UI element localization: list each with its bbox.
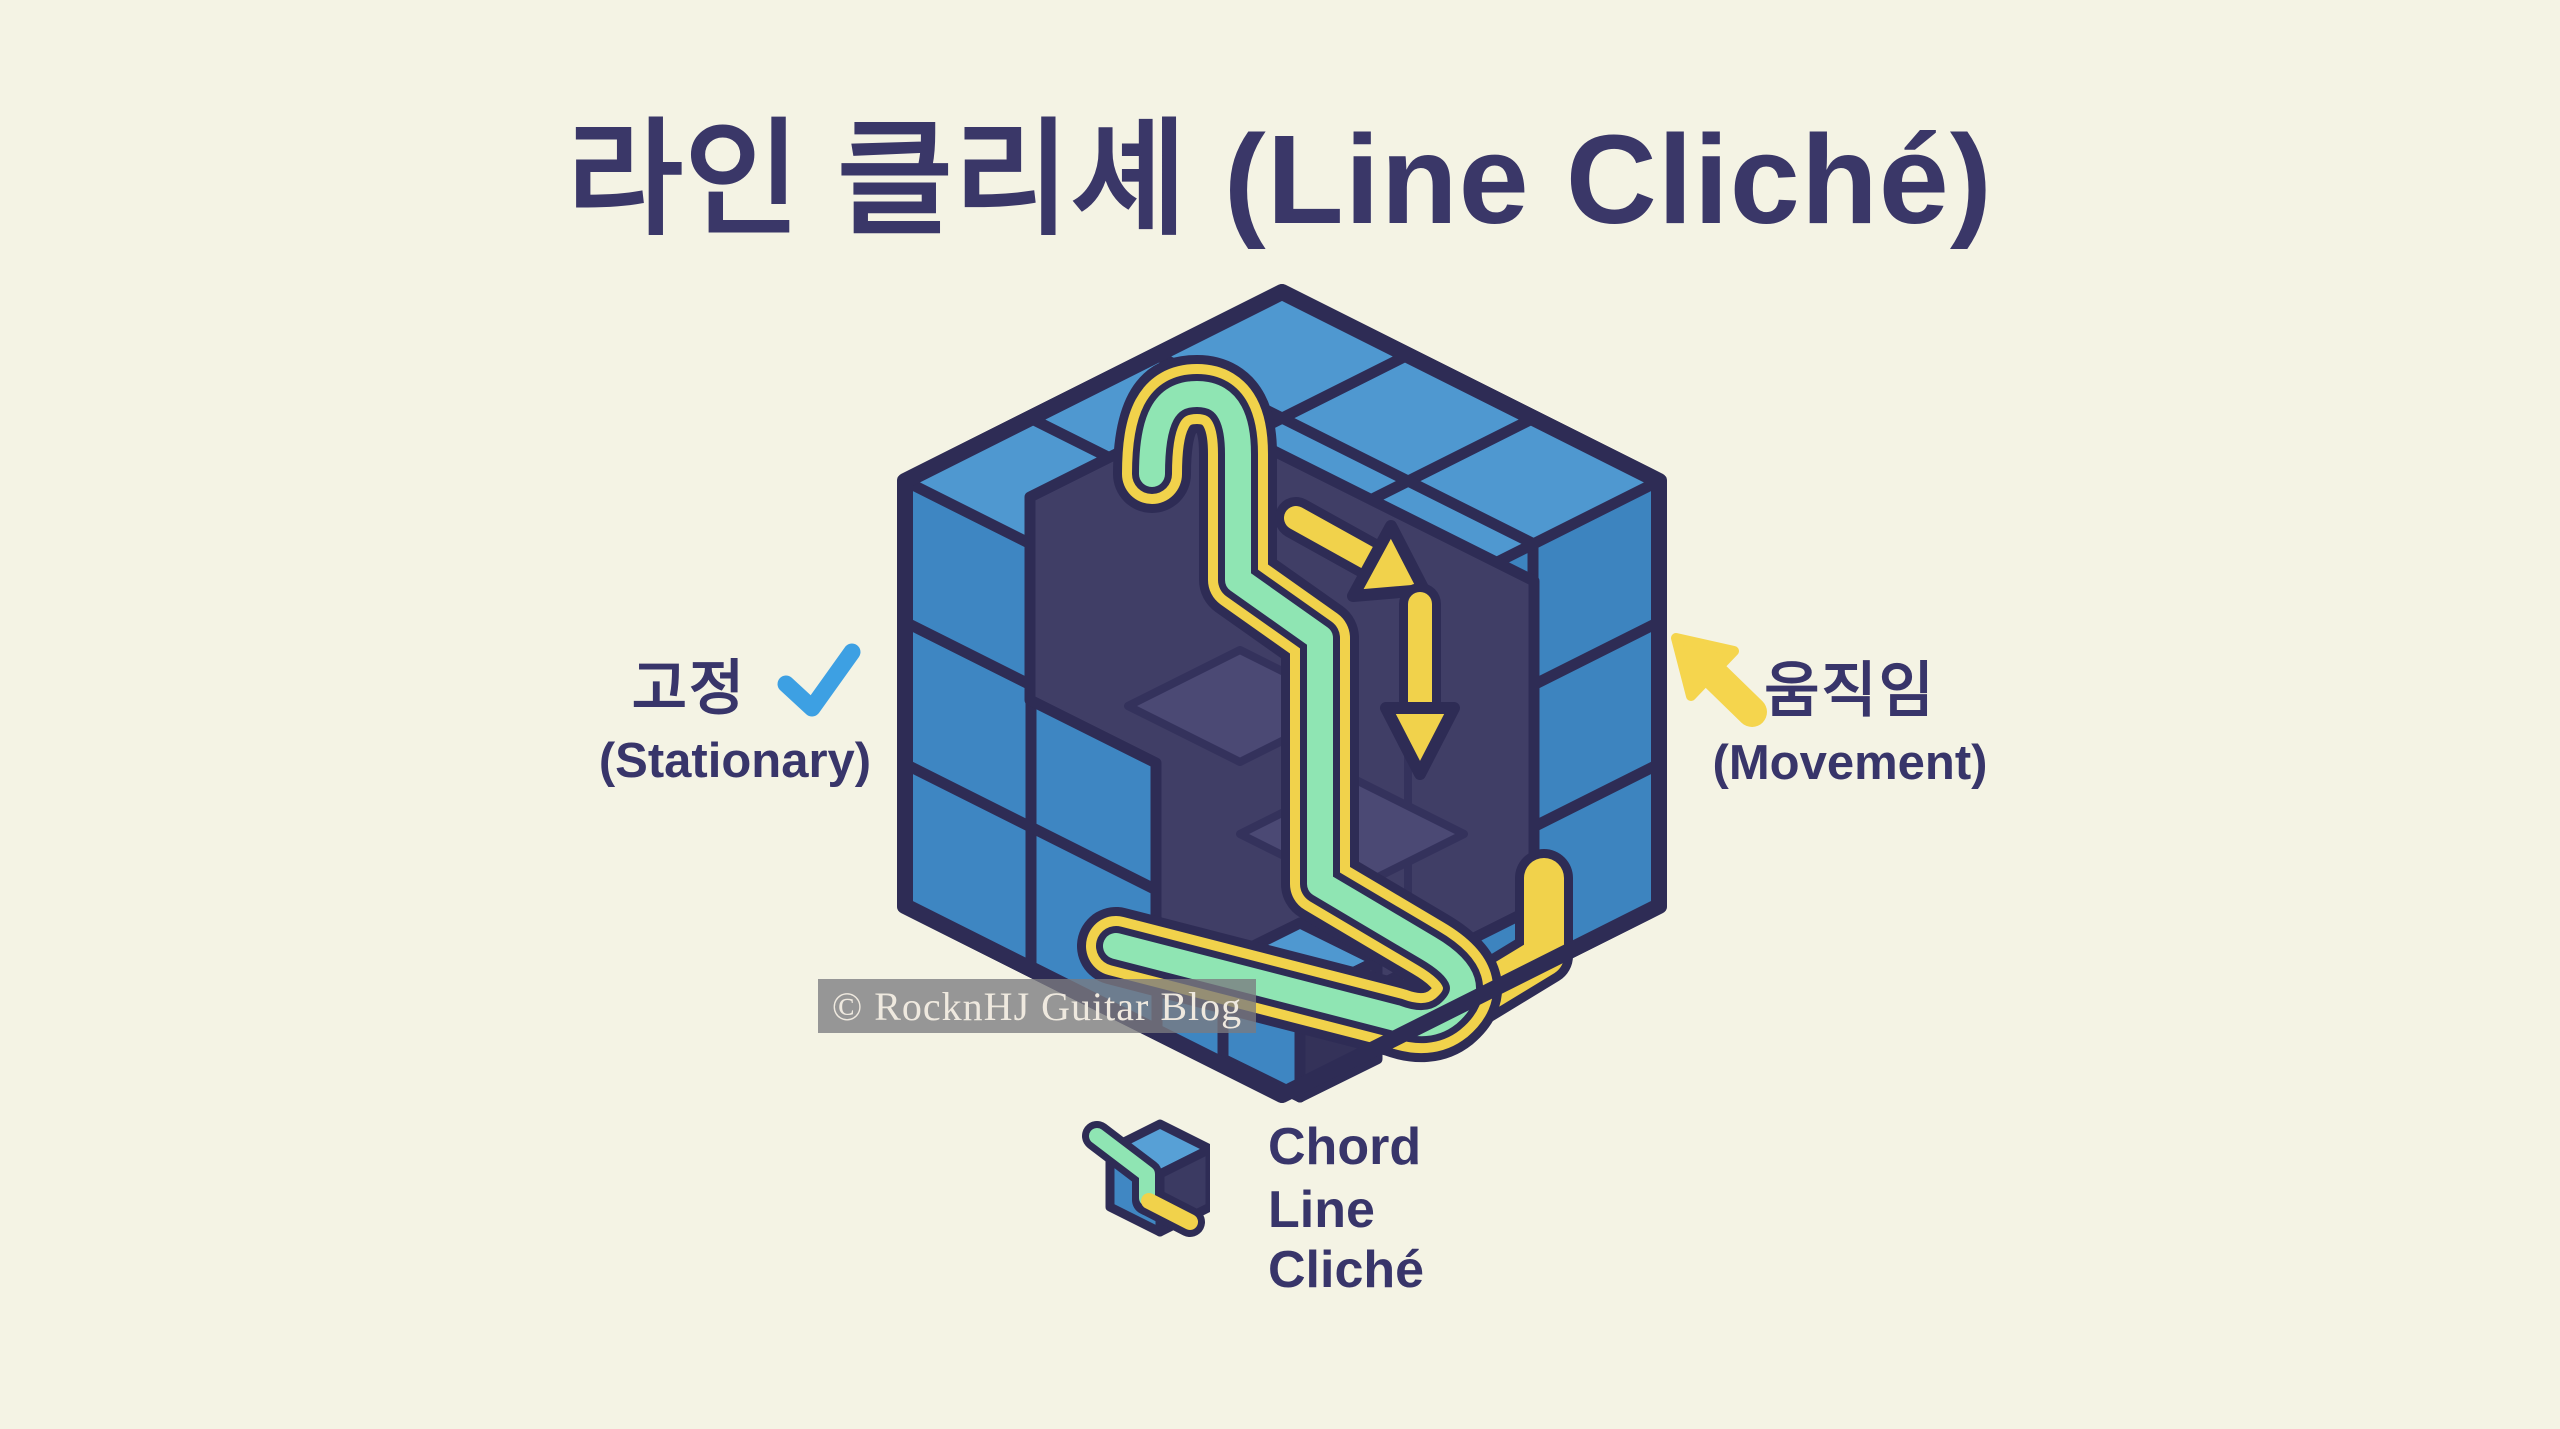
stationary-label-korean: 고정 [631, 655, 747, 722]
movement-label: 움직임 (Movement) [1700, 642, 2000, 791]
movement-label-english: (Movement) [1712, 736, 1988, 790]
legend-chord-label: Chord [1268, 1118, 1422, 1176]
watermark: © RocknHJ Guitar Blog [818, 979, 1256, 1033]
legend-line-cliche-line2: Cliché [1268, 1240, 1425, 1299]
stationary-label-english: (Stationary) [598, 734, 872, 788]
down-right-arrow [1275, 497, 1430, 602]
legend-line-cliche-line1: Line [1268, 1181, 1375, 1240]
stationary-checkmark [777, 643, 861, 717]
stationary-label: 고정 (Stationary) [560, 640, 910, 789]
legend-row-line-cliche: Line Cliché [1080, 1121, 1540, 1300]
watermark-text: © RocknHJ Guitar Blog [831, 983, 1243, 1029]
cube-outer-edge [897, 284, 1667, 1103]
down-arrow [1380, 583, 1460, 780]
cube-3d [897, 284, 1667, 1103]
yellow-up-left-arrow [1671, 633, 1767, 727]
legend: Chord Line Cliché [1080, 1118, 1540, 1304]
page-title: 라인 클리셰 (Line Cliché) [567, 109, 1993, 250]
movement-label-korean: 움직임 [1764, 657, 1936, 724]
legend-line-cliche-label: Line Cliché [1268, 1181, 1424, 1300]
